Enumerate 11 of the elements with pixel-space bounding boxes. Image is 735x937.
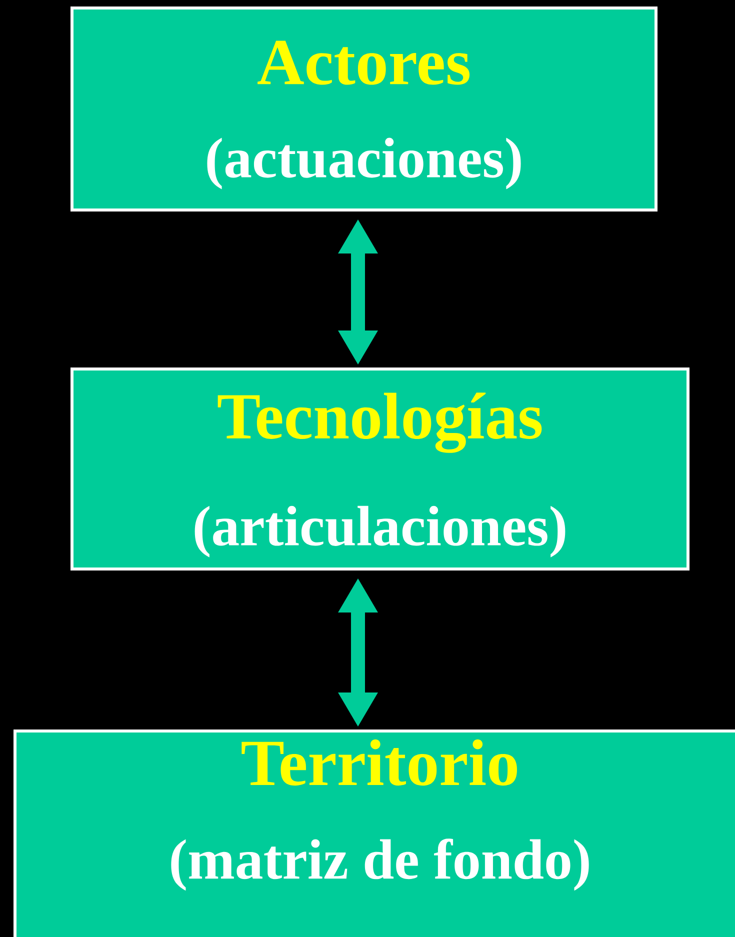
node-label: Tecnologías bbox=[218, 392, 542, 453]
double-arrow bbox=[338, 578, 378, 726]
node-label: Actores bbox=[258, 40, 470, 85]
node-label: (articulaciones) bbox=[194, 506, 566, 558]
node-label: (matriz de fondo) bbox=[171, 838, 589, 891]
text-box bbox=[70, 6, 658, 212]
node-label: (actuaciones) bbox=[207, 138, 521, 190]
text-box bbox=[14, 730, 735, 937]
text-box bbox=[70, 368, 690, 570]
node-label: Territorio bbox=[242, 739, 517, 786]
double-arrow bbox=[338, 220, 378, 364]
